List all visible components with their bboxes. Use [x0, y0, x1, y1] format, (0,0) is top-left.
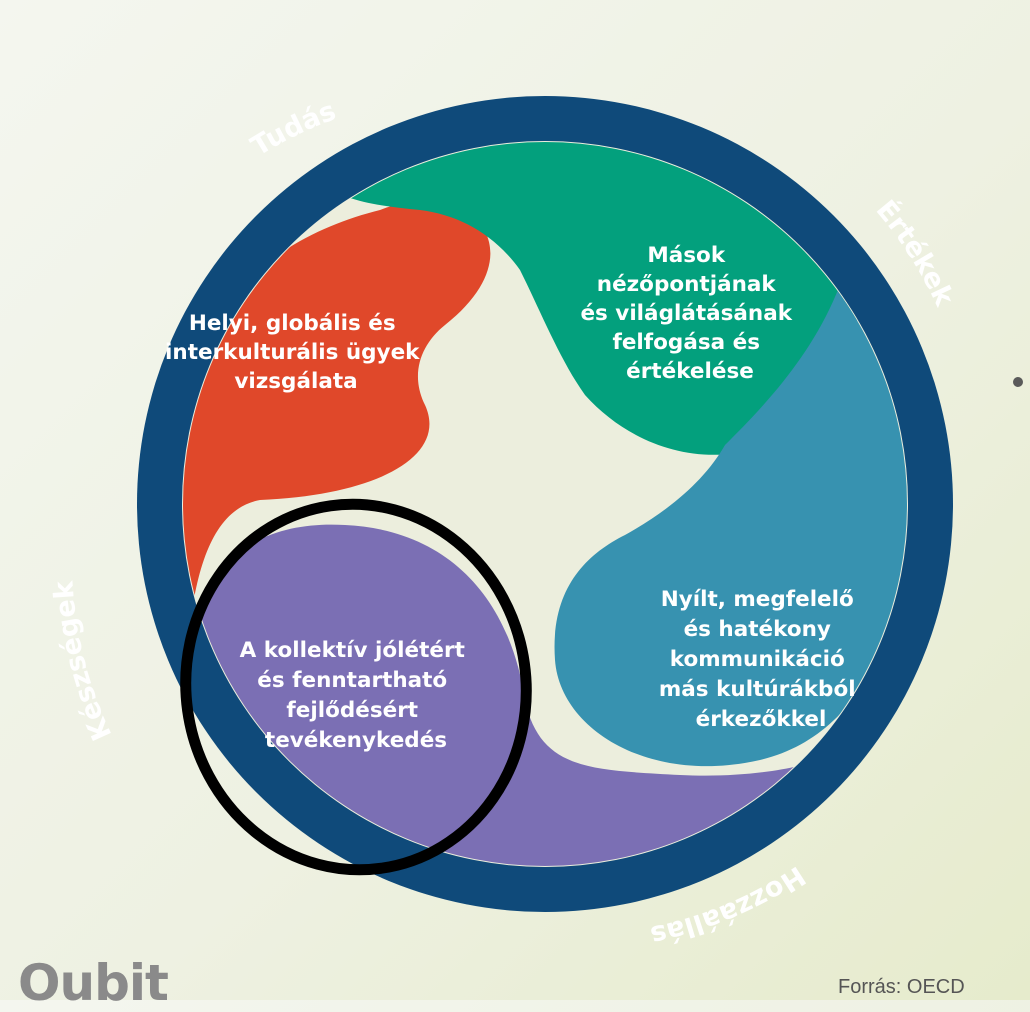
logo: Oubit [18, 954, 169, 1012]
highlight-circle [180, 498, 532, 876]
source-caption: Forrás: OECD [838, 976, 965, 998]
segment-teal [554, 270, 907, 767]
segment-green-line: és világlátásának [580, 301, 792, 326]
segment-purple-line: és fenntartható [257, 668, 447, 693]
segment-teal-line: más kultúrákból [659, 677, 856, 702]
segment-red-line: interkulturális ügyek [165, 340, 420, 365]
bullet-dot [1013, 377, 1023, 387]
segment-purple-line: fejlődésért [286, 698, 418, 723]
segment-green [300, 142, 858, 455]
segment-teal-line: Nyílt, megfelelő [661, 587, 854, 612]
segment-teal-line: kommunikáció [670, 647, 845, 672]
segment-green-line: értékelése [626, 359, 754, 384]
segment-teal-line: érkezőkkel [696, 707, 827, 732]
segment-red-text: Helyi, globális és interkulturális ügyek… [165, 311, 427, 394]
segment-green-line: nézőpontjának [597, 272, 777, 297]
segment-red-line: Helyi, globális és [189, 311, 396, 336]
segment-purple [189, 524, 820, 866]
segment-teal-line: és hatékony [684, 617, 831, 642]
segment-red [183, 201, 491, 732]
segment-green-line: Mások [647, 243, 725, 268]
segment-teal-text: Nyílt, megfelelő és hatékony kommunikáci… [659, 587, 863, 732]
segment-green-line: felfogása és [613, 330, 761, 355]
segment-purple-text: A kollektív jólétért és fenntartható fej… [240, 638, 473, 753]
segment-purple-line: A kollektív jólétért [240, 638, 465, 663]
segment-red-line: vizsgálata [234, 369, 357, 394]
ring-label-top: Tudás [246, 96, 340, 163]
segment-green-text: Mások nézőpontjának és világlátásának fe… [580, 243, 799, 384]
segment-purple-line: tevékenykedés [265, 728, 447, 753]
ring-label-left: Készségek [48, 579, 118, 745]
